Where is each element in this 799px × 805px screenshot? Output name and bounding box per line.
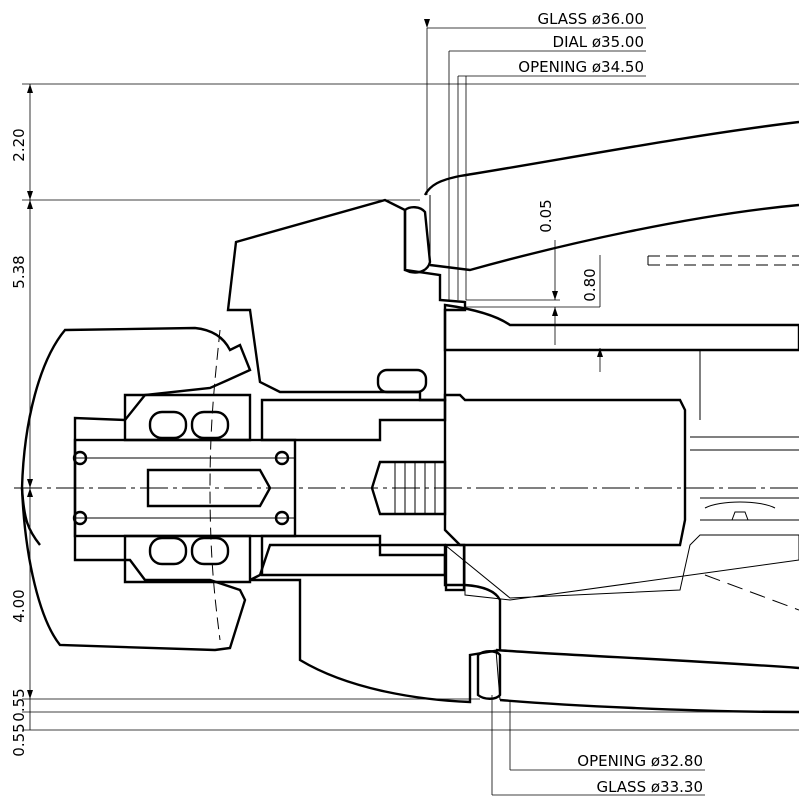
glass-lower — [495, 648, 799, 714]
seal-rings — [123, 329, 252, 641]
label-glass-bottom: GLASS ø33.30 — [596, 778, 703, 796]
left-dimensions: 2.20 5.38 4.00 0.55 0.55 — [10, 83, 799, 757]
label-opening-top: OPENING ø34.50 — [518, 58, 644, 76]
dim-5-38: 5.38 — [10, 255, 28, 288]
case-body — [226, 198, 799, 704]
dim-0-05: 0.05 — [537, 199, 555, 232]
label-opening-bottom: OPENING ø32.80 — [577, 752, 703, 770]
dim-0-55-b: 0.55 — [10, 723, 28, 756]
crown — [14, 326, 799, 652]
gaskets — [376, 206, 502, 700]
inner-dimensions: 0.05 0.80 — [466, 199, 603, 372]
glass-upper — [423, 120, 799, 272]
dim-0-55-a: 0.55 — [10, 688, 28, 721]
bottom-labels: OPENING ø32.80 GLASS ø33.30 — [491, 695, 705, 796]
movement — [443, 350, 799, 611]
dim-4-00: 4.00 — [10, 589, 28, 622]
label-glass-top: GLASS ø36.00 — [537, 10, 644, 28]
dim-2-20: 2.20 — [10, 128, 28, 161]
dim-0-80: 0.80 — [581, 268, 599, 301]
top-labels: GLASS ø36.00 DIAL ø35.00 OPENING ø34.50 — [424, 10, 646, 300]
label-dial-top: DIAL ø35.00 — [553, 33, 644, 51]
